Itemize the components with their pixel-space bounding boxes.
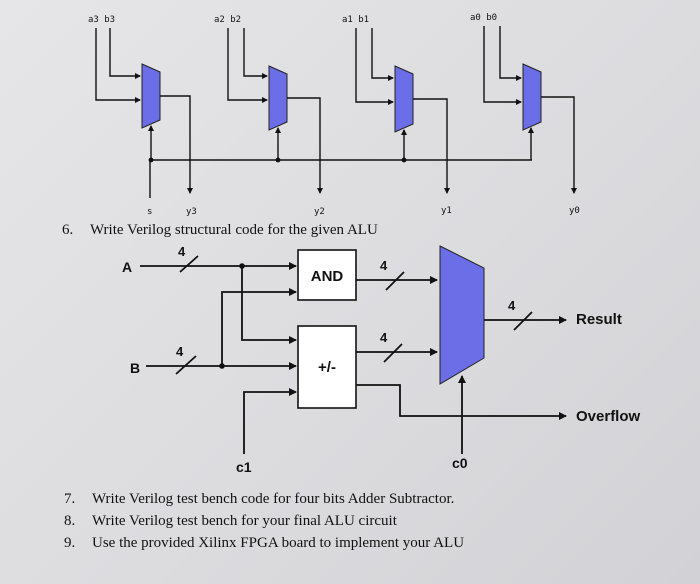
bus-width-a: 4 — [178, 244, 186, 259]
question-9-number: 9. — [64, 535, 75, 551]
mux-3-shape — [141, 63, 161, 129]
and-block — [297, 249, 357, 301]
result-label: Result — [576, 311, 622, 328]
mux-input-label-1: a1 b1 — [342, 15, 369, 25]
question-9-text: Use the provided Xilinx FPGA board to im… — [92, 535, 464, 551]
mux-2-shape — [268, 65, 288, 131]
mux-chain-diagram: a3 b3 a2 b2 a1 b1 a0 b0 — [88, 13, 580, 217]
output-label-y1: y1 — [441, 206, 452, 216]
alu-diagram: A 4 B 4 c1 AND +/- 4 4 — [122, 244, 641, 475]
control-c0-label: c0 — [452, 455, 468, 471]
question-7-text: Write Verilog test bench code for four b… — [92, 491, 454, 507]
alu-input-a-label: A — [122, 259, 132, 275]
select-label: s — [147, 207, 152, 217]
bus-width-b: 4 — [176, 344, 184, 359]
bus-width-and: 4 — [380, 258, 388, 273]
and-block-label: AND — [311, 268, 344, 285]
output-label-y0: y0 — [569, 206, 580, 216]
question-6-number: 6. — [62, 222, 73, 238]
select-line — [149, 159, 532, 198]
mux-input-label-0: a0 b0 — [470, 13, 497, 23]
addsub-block — [297, 325, 357, 409]
question-8-number: 8. — [64, 513, 75, 529]
question-6-text: Write Verilog structural code for the gi… — [90, 222, 378, 238]
mux-2 — [227, 28, 323, 194]
mux-1-shape — [394, 65, 414, 133]
output-label-y2: y2 — [314, 207, 325, 217]
mux-0 — [483, 26, 577, 194]
output-label-y3: y3 — [186, 207, 197, 217]
alu-input-b-label: B — [130, 360, 140, 376]
mux-input-label-2: a2 b2 — [214, 15, 241, 25]
mux-3 — [95, 28, 193, 194]
mux-1 — [355, 28, 450, 194]
bus-width-addsub: 4 — [380, 330, 388, 345]
bus-width-result: 4 — [508, 298, 516, 313]
question-list: 7. Write Verilog test bench code for fou… — [64, 491, 464, 551]
question-7-number: 7. — [64, 491, 75, 507]
alu-output-mux — [439, 245, 485, 385]
mux-input-label-3: a3 b3 — [88, 15, 115, 25]
addsub-block-label: +/- — [318, 359, 336, 376]
mux-0-shape — [522, 63, 542, 131]
overflow-label: Overflow — [576, 408, 641, 425]
control-c1-label: c1 — [236, 459, 252, 475]
question-8-text: Write Verilog test bench for your final … — [92, 513, 398, 529]
